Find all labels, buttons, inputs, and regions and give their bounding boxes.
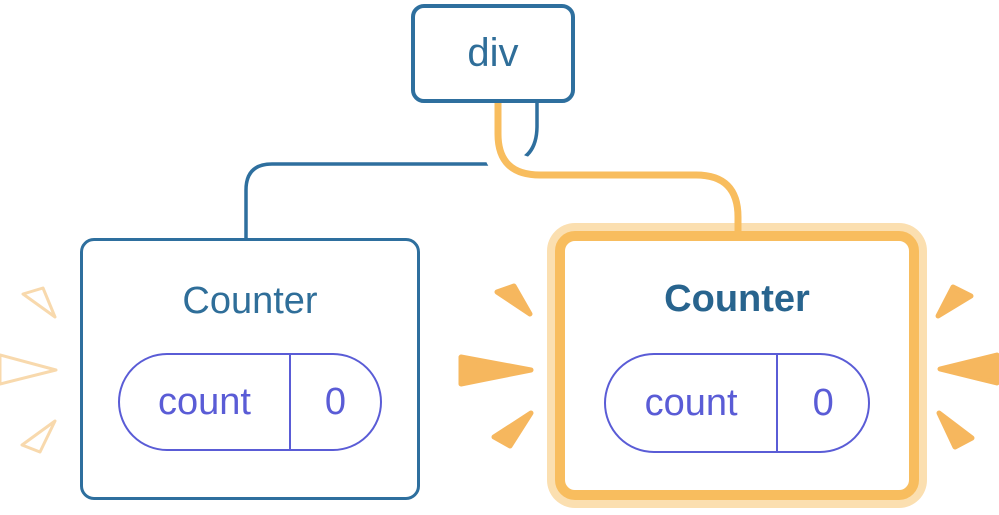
state-key: count — [120, 355, 291, 449]
burst-sparks-orange-right-icon — [935, 284, 999, 450]
state-pill: count 0 — [118, 353, 382, 451]
burst-sparks-white-icon — [0, 286, 58, 454]
spark-icon — [935, 284, 974, 319]
counter-title: Counter — [664, 278, 810, 320]
burst-sparks-orange-left-icon — [458, 283, 534, 449]
spark-icon — [458, 354, 534, 387]
spark-icon — [936, 410, 975, 450]
state-value: 0 — [324, 380, 347, 423]
tree-node-div: div — [411, 4, 575, 103]
spark-icon — [20, 419, 57, 454]
counter-card-left: Counter count 0 — [80, 238, 420, 500]
counter-title: Counter — [182, 280, 318, 322]
state-pill: count 0 — [604, 353, 870, 453]
connector-line-orange — [494, 96, 742, 224]
spark-icon — [21, 286, 57, 319]
spark-icon — [494, 283, 533, 317]
spark-icon — [491, 410, 534, 449]
spark-icon — [937, 352, 999, 386]
spark-icon — [0, 353, 58, 386]
tree-node-div-label: div — [467, 31, 519, 75]
state-value: 0 — [812, 381, 834, 424]
state-key: count — [606, 355, 779, 451]
